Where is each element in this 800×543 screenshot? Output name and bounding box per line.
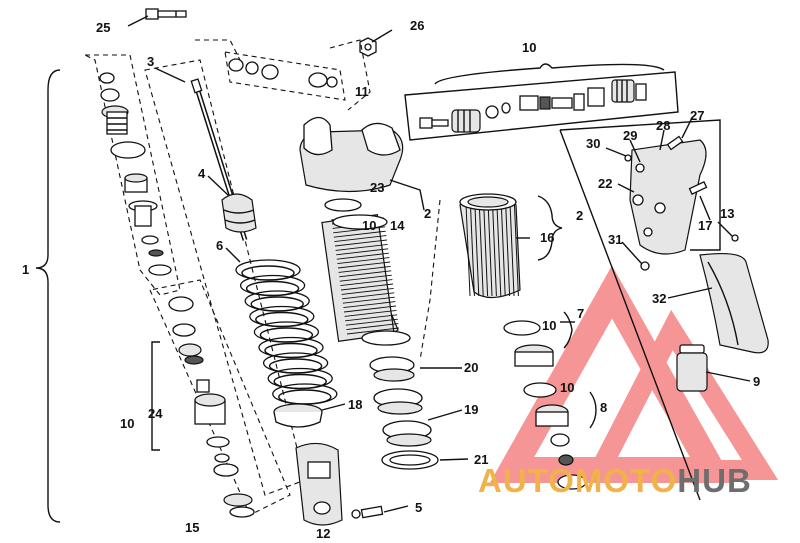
leader-lines — [127, 15, 751, 513]
callout-11: 11 — [355, 84, 369, 99]
watermark-auto: AUTO — [478, 462, 575, 499]
callout-32: 32 — [652, 291, 666, 306]
callout-13: 14 — [390, 218, 405, 233]
callout-2-left: 2 — [424, 206, 431, 221]
callout-10-mid: 10 — [560, 380, 574, 395]
brace-1 — [35, 69, 61, 523]
reservoir-body-13 — [321, 214, 411, 346]
callout-23: 17 — [698, 218, 712, 233]
callout-18: 21 — [474, 452, 488, 467]
bolt-30 — [145, 8, 187, 20]
callout-17: 20 — [464, 360, 478, 375]
callout-31: 26 — [410, 18, 424, 33]
valve-stack-left — [99, 72, 172, 276]
panel-top-left — [84, 54, 181, 296]
callout-7: 7 — [577, 306, 584, 321]
callout-19: 23 — [370, 180, 384, 195]
callout-5: 5 — [415, 500, 422, 515]
callout-8: 8 — [600, 400, 607, 415]
callout-26: 28 — [656, 118, 670, 133]
callout-24: 13 — [720, 206, 734, 221]
nut-31 — [359, 37, 377, 57]
callout-10-bottom: 12 — [316, 526, 330, 541]
spring-seat-15 — [273, 403, 323, 428]
callout-2-right: 2 — [576, 208, 583, 223]
svg-text:AUTOMOTOHUB: AUTOMOTOHUB — [478, 462, 752, 499]
callout-10-res: 10 — [362, 218, 376, 233]
callout-3: 3 — [147, 54, 154, 69]
bracket-22 — [629, 139, 707, 255]
small-bolts-bracket — [624, 135, 739, 271]
callout-labels: 25 3 1 4 6 10 24 15 26 11 10 23 10 14 2 … — [22, 18, 760, 541]
panel-top-seals — [224, 51, 346, 101]
panel-bolt — [195, 39, 241, 61]
callout-28: 30 — [586, 136, 600, 151]
panel-adjuster — [404, 71, 679, 141]
seal-row-top — [228, 58, 338, 88]
panel-bracket — [559, 119, 721, 251]
lower-eye-5 — [295, 442, 343, 526]
callout-20: 24 — [148, 406, 163, 421]
brace-20 — [151, 341, 160, 451]
callout-21: 9 — [753, 374, 760, 389]
o-ring-10-top — [324, 198, 362, 212]
top-mount — [299, 116, 404, 193]
watermark-hub: HUB — [677, 462, 752, 499]
brace-9 — [434, 63, 665, 85]
callout-27: 29 — [623, 128, 637, 143]
valve-stack-bottom — [168, 296, 255, 518]
watermark-wordmark: AUTOMOTOHUB — [478, 462, 752, 499]
guide-right-res — [419, 199, 441, 361]
panel-rod — [144, 59, 306, 496]
brace-2b — [537, 195, 563, 261]
callout-6: 6 — [216, 238, 223, 253]
bump-stop-4 — [221, 193, 257, 233]
brace-2a — [389, 179, 425, 211]
watermark-moto: MOTO — [575, 462, 677, 499]
watermark-logo — [489, 265, 779, 483]
callout-22: 22 — [598, 176, 612, 191]
panel-diagonal — [559, 129, 701, 501]
callout-12: 15 — [185, 520, 199, 535]
callout-29: 31 — [608, 232, 622, 247]
callout-30: 25 — [96, 20, 110, 35]
panel-nut — [329, 39, 371, 111]
callout-4: 4 — [198, 166, 206, 181]
callout-16: 19 — [464, 402, 478, 417]
callout-9: 10 — [522, 40, 536, 55]
callout-10-right: 10 — [542, 318, 556, 333]
coil-spring-6 — [235, 259, 338, 405]
brace-8 — [589, 391, 597, 429]
brace-7 — [563, 311, 573, 349]
bellows-14 — [459, 193, 521, 299]
callout-10-left: 10 — [120, 416, 134, 431]
callout-14: 16 — [540, 230, 554, 245]
guard-32 — [699, 252, 769, 354]
bolt-5 — [351, 505, 384, 519]
callout-25: 27 — [690, 108, 704, 123]
callout-15: 18 — [348, 397, 362, 412]
rings-17-16-18 — [369, 356, 439, 470]
valve-stack-right — [503, 320, 587, 490]
adjuster-assembly-9 — [419, 79, 647, 133]
bottle-21 — [676, 344, 708, 392]
callout-1: 1 — [22, 262, 29, 277]
